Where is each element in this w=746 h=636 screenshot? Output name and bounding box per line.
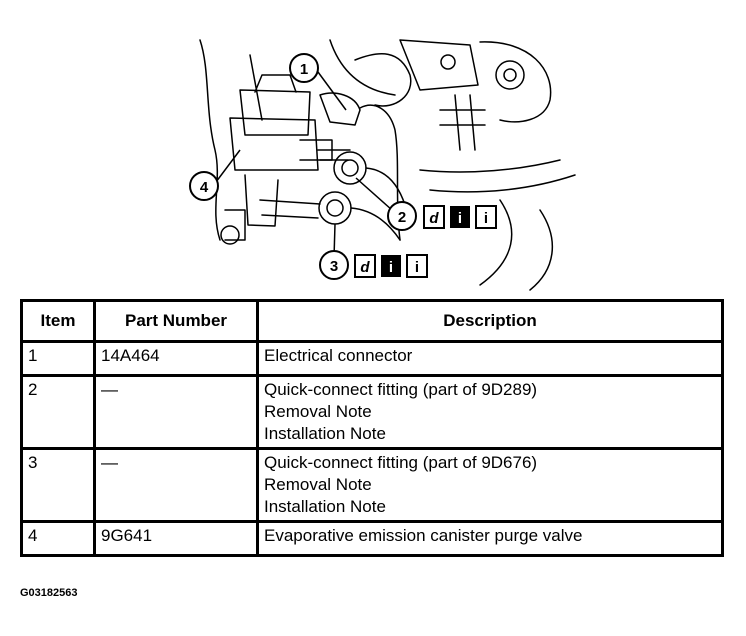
component-diagram: 1 4 2 d i i 3 d i i	[189, 39, 576, 291]
svg-text:2: 2	[398, 209, 406, 226]
header-item: Item	[20, 299, 96, 343]
part-number-cell: 14A464	[93, 340, 259, 377]
svg-text:i: i	[389, 259, 393, 276]
engine-outline	[199, 39, 221, 241]
removal-note: Removal Note	[264, 475, 372, 494]
electrical-connector-shape	[319, 92, 361, 126]
part-number-cell: 9G641	[93, 520, 259, 557]
quick-connect-fitting-2-shape	[333, 151, 367, 185]
svg-text:4: 4	[200, 179, 209, 196]
description-cell: Evaporative emission canister purge valv…	[256, 520, 724, 557]
installation-note: Installation Note	[264, 497, 386, 516]
vacuum-line	[454, 94, 476, 151]
table-row: 1 14A464 Electrical connector	[20, 340, 724, 377]
callout-2: 2 d i i	[355, 177, 497, 231]
purge-valve-shape	[239, 89, 311, 136]
reference-icons-2: d i i	[423, 205, 497, 229]
pulley-outline	[354, 53, 412, 107]
item-cell: 2	[20, 374, 96, 450]
table-row: 3 — Quick-connect fitting (part of 9D676…	[20, 447, 724, 523]
svg-text:i: i	[484, 210, 488, 227]
table-header-row: Item Part Number Description	[20, 299, 724, 343]
quick-connect-fitting-3-shape	[318, 191, 352, 225]
svg-text:i: i	[458, 210, 462, 227]
description-cell: Quick-connect fitting (part of 9D676) Re…	[256, 447, 724, 523]
description-cell: Electrical connector	[256, 340, 724, 377]
header-part-number: Part Number	[93, 299, 259, 343]
svg-text:d: d	[429, 210, 439, 227]
item-cell: 1	[20, 340, 96, 377]
removal-note: Removal Note	[264, 402, 372, 421]
reference-icons-3: d i i	[354, 254, 428, 278]
parts-table: Item Part Number Description 1 14A464 El…	[20, 299, 724, 557]
installation-note: Installation Note	[264, 424, 386, 443]
table-row: 4 9G641 Evaporative emission canister pu…	[20, 520, 724, 557]
engine-mount-outline	[479, 41, 552, 123]
bracket-outline	[399, 39, 479, 91]
svg-text:3: 3	[330, 258, 338, 275]
item-cell: 3	[20, 447, 96, 523]
callout-3: 3 d i i	[319, 223, 428, 280]
header-description: Description	[256, 299, 724, 343]
item-cell: 4	[20, 520, 96, 557]
callout-1: 1	[289, 53, 347, 111]
table-row: 2 — Quick-connect fitting (part of 9D289…	[20, 374, 724, 450]
hose-outline	[419, 159, 561, 173]
part-number-cell: —	[93, 374, 259, 450]
svg-text:1: 1	[300, 61, 308, 78]
figure-code: G03182563	[20, 587, 78, 599]
description-cell: Quick-connect fitting (part of 9D289) Re…	[256, 374, 724, 450]
svg-text:d: d	[360, 259, 370, 276]
callout-4: 4	[189, 149, 241, 201]
part-number-cell: —	[93, 447, 259, 523]
svg-text:i: i	[415, 259, 419, 276]
